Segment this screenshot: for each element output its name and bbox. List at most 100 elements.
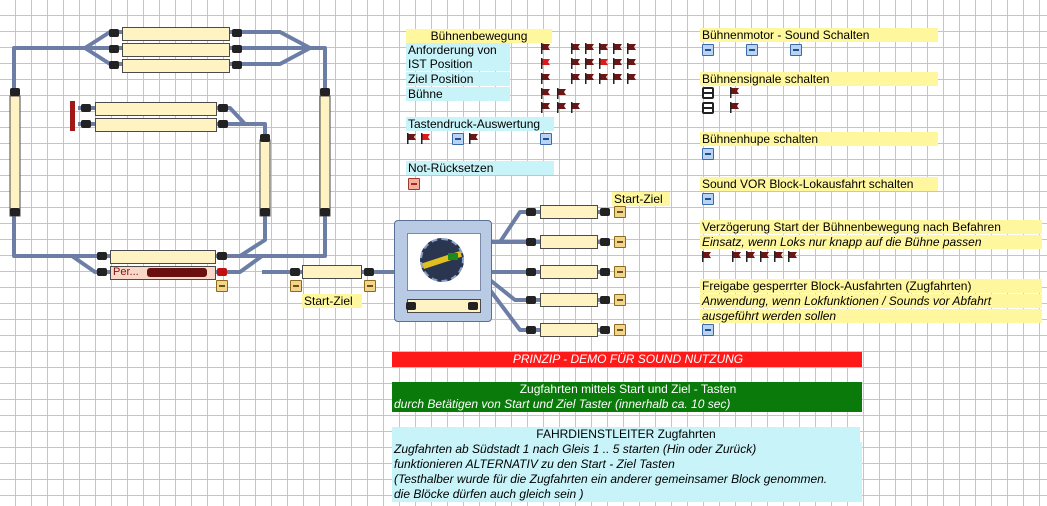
- track-button-2[interactable]: [614, 236, 626, 248]
- tastendruck-flags: [407, 133, 478, 144]
- sound-vor-title: Sound VOR Block-Lokausfahrt schalten: [700, 177, 938, 191]
- signal-icon[interactable]: [526, 238, 536, 246]
- signal-icon[interactable]: [109, 61, 119, 69]
- signal-icon[interactable]: [97, 268, 107, 276]
- tastendruck-button-2[interactable]: [540, 133, 552, 145]
- start-ziel-label-bottom[interactable]: Start-Ziel: [302, 294, 362, 308]
- signal-toggle-icon[interactable]: [702, 102, 714, 114]
- signal-icon[interactable]: [364, 268, 374, 276]
- zugfahrten-title: Zugfahrten mittels Start und Ziel - Tast…: [392, 382, 862, 397]
- freigabe-title: Freigabe gesperrter Block-Ausfahrten (Zu…: [700, 279, 1042, 293]
- verzoegerung-title: Verzögerung Start der Bühnenbewegung nac…: [700, 220, 1042, 234]
- block-button[interactable]: [216, 280, 228, 292]
- turntable-cab: [448, 253, 458, 260]
- signal-icon[interactable]: [526, 268, 536, 276]
- signal-icon[interactable]: [600, 238, 610, 246]
- prinzip-banner: PRINZIP - DEMO FÜR SOUND NUTZUNG: [392, 352, 862, 367]
- sound-vor-button[interactable]: [702, 193, 714, 205]
- track-block-5[interactable]: [540, 323, 598, 337]
- signal-icon[interactable]: [260, 208, 270, 216]
- track-button-1[interactable]: [614, 206, 626, 218]
- signal-icon[interactable]: [81, 104, 91, 112]
- track-button-4[interactable]: [614, 294, 626, 306]
- signal-icon[interactable]: [260, 134, 270, 142]
- signal-icon[interactable]: [320, 88, 330, 96]
- block-bottom-2-occupied[interactable]: Per...: [110, 266, 216, 280]
- fdl-line-2: funktionieren ALTERNATIV zu den Start - …: [392, 457, 862, 472]
- signal-icon[interactable]: [526, 208, 536, 216]
- motor-sound-button-1[interactable]: [702, 44, 714, 56]
- flag-matrix: [541, 43, 636, 113]
- signal-icon[interactable]: [526, 296, 536, 304]
- signal-flags: [730, 87, 739, 113]
- signal-icon[interactable]: [10, 208, 20, 216]
- fdl-line-4: die Blöcke dürfen auch gleich sein ): [392, 487, 862, 502]
- block-inner-2[interactable]: [95, 118, 217, 132]
- signal-icon[interactable]: [600, 268, 610, 276]
- signal-icon[interactable]: [468, 302, 478, 310]
- signal-icon[interactable]: [406, 302, 416, 310]
- signal-icon[interactable]: [232, 45, 242, 53]
- signal-icon[interactable]: [217, 252, 227, 260]
- locomotive-icon: [147, 268, 207, 277]
- signal-icon[interactable]: [290, 268, 300, 276]
- hupe-title: Bühnenhupe schalten: [700, 132, 938, 146]
- motor-sound-button-2[interactable]: [746, 44, 758, 56]
- signal-icon-red[interactable]: [217, 268, 227, 276]
- tastendruck-title: Tastendruck-Auswertung: [406, 117, 554, 131]
- fdl-title: FAHRDIENSTLEITER Zugfahrten: [392, 427, 860, 442]
- block-top-2[interactable]: [122, 43, 230, 57]
- row-anforderung: Anforderung von: [406, 43, 510, 57]
- signal-icon[interactable]: [109, 45, 119, 53]
- row-ist-position: IST Position: [406, 57, 510, 71]
- row-buehne: Bühne: [406, 87, 510, 101]
- signal-icon[interactable]: [218, 120, 228, 128]
- verzoegerung-flags: [702, 251, 797, 262]
- block-top-1[interactable]: [122, 27, 230, 41]
- track-block-3[interactable]: [540, 265, 598, 279]
- tastendruck-button-1[interactable]: [452, 133, 464, 145]
- track-block-4[interactable]: [540, 293, 598, 307]
- signal-icon[interactable]: [81, 120, 91, 128]
- fdl-line-1: Zugfahrten ab Südstadt 1 nach Gleis 1 ..…: [392, 442, 862, 457]
- track-block-2[interactable]: [540, 235, 598, 249]
- block-approach[interactable]: [302, 265, 362, 279]
- signal-icon[interactable]: [320, 208, 330, 216]
- hupe-button[interactable]: [702, 148, 714, 160]
- signal-icon[interactable]: [97, 252, 107, 260]
- block-button[interactable]: [290, 280, 302, 292]
- block-button[interactable]: [364, 280, 376, 292]
- signal-icon[interactable]: [10, 88, 20, 96]
- not-ruecksetzen-button[interactable]: [408, 178, 420, 190]
- block-inner-1[interactable]: [95, 102, 217, 116]
- freigabe-desc-2: ausgeführt werden sollen: [700, 309, 1042, 323]
- signal-icon[interactable]: [600, 326, 610, 334]
- fdl-line-3: (Testhalber wurde für die Zugfahrten ein…: [392, 472, 862, 487]
- signal-icon[interactable]: [109, 29, 119, 37]
- signale-title: Bühnensignale schalten: [700, 72, 938, 86]
- track-button-5[interactable]: [614, 324, 626, 336]
- track-block-1[interactable]: [540, 205, 598, 219]
- freigabe-button[interactable]: [702, 324, 714, 336]
- start-ziel-label-top[interactable]: Start-Ziel: [612, 192, 670, 206]
- zugfahrten-desc: durch Betätigen von Start und Ziel Taste…: [392, 397, 862, 412]
- not-ruecksetzen-title: Not-Rücksetzen: [406, 161, 554, 175]
- signal-icon[interactable]: [218, 104, 228, 112]
- signal-toggle-icon[interactable]: [702, 87, 714, 99]
- freigabe-desc-1: Anwendung, wenn Lokfunktionen / Sounds v…: [700, 294, 1042, 308]
- track-button-3[interactable]: [614, 266, 626, 278]
- block-top-3[interactable]: [122, 59, 230, 73]
- signal-icon[interactable]: [232, 29, 242, 37]
- row-ziel-position: Ziel Position: [406, 72, 510, 86]
- signal-icon[interactable]: [526, 326, 536, 334]
- verzoegerung-desc: Einsatz, wenn Loks nur knapp auf die Büh…: [700, 235, 1042, 249]
- buehnenbewegung-title: Bühnenbewegung: [406, 29, 552, 43]
- signal-icon[interactable]: [600, 208, 610, 216]
- block-train-label: Per...: [113, 266, 139, 278]
- signal-icon[interactable]: [600, 296, 610, 304]
- block-bottom-1[interactable]: [110, 250, 216, 264]
- signal-icon[interactable]: [232, 61, 242, 69]
- motor-sound-title: Bühnenmotor - Sound Schalten: [700, 28, 938, 42]
- buffer-stop: [70, 101, 75, 131]
- motor-sound-button-3[interactable]: [790, 44, 802, 56]
